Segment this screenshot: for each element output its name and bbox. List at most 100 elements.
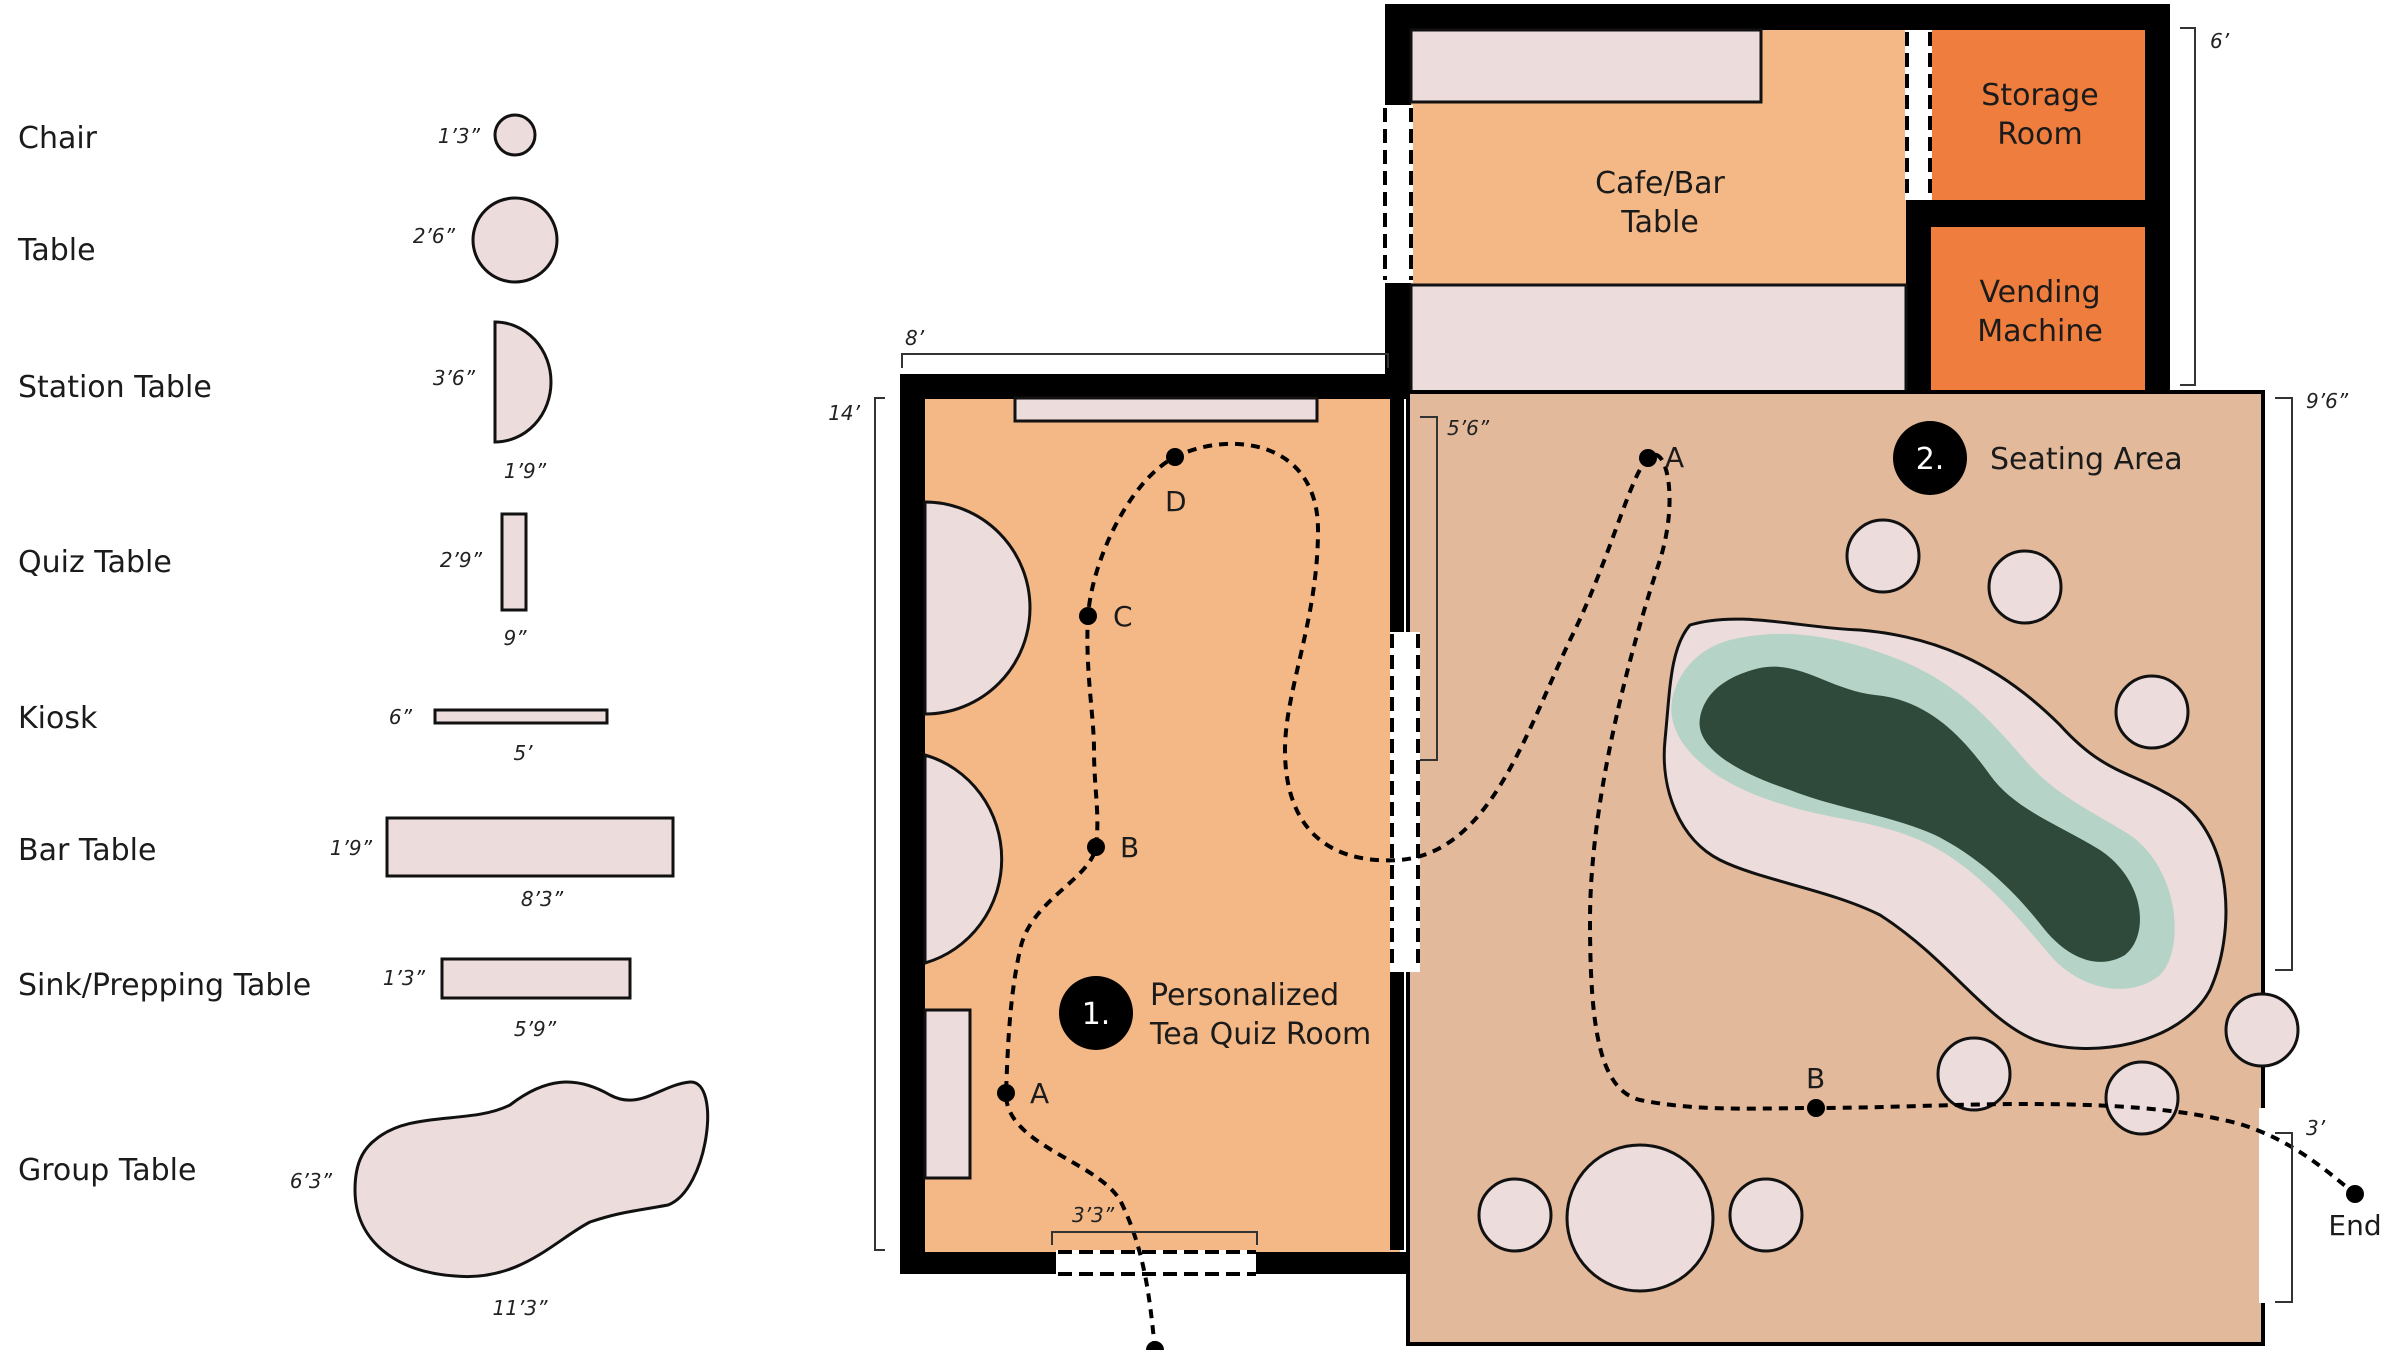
legend-station-table-shape — [493, 320, 553, 444]
dim-top-width: 8’ — [905, 326, 925, 350]
legend-sink-table-dim-w: 5’9” — [514, 1017, 557, 1041]
legend-sink-table-dim-h: 1’3” — [383, 966, 426, 990]
path-point-room2-a[interactable] — [1639, 449, 1657, 467]
legend-bar-table-dim-w: 8’3” — [521, 887, 564, 911]
quiz-room-door[interactable] — [1056, 1250, 1256, 1276]
label-end: End — [2328, 1209, 2381, 1242]
cafe-top-wall — [1385, 4, 2170, 30]
legend-chair-shape — [493, 113, 537, 157]
quiz-room-number-badge — [1059, 976, 1133, 1050]
dim-door-width: 3’3” — [1072, 1203, 1115, 1227]
chair — [1987, 549, 2063, 625]
storage-label-line1: Storage — [1981, 78, 2098, 113]
legend-station-table-label: Station Table — [18, 370, 212, 405]
path-point-room2-b[interactable] — [1807, 1099, 1825, 1117]
cafe-left-door[interactable] — [1383, 105, 1413, 283]
legend-sink-table-label: Sink/Prepping Table — [18, 968, 311, 1003]
chair — [1728, 1177, 1804, 1253]
legend-kiosk-label: Kiosk — [18, 701, 98, 736]
dim-top-right: 6’ — [2210, 29, 2230, 53]
path-point-room1-b[interactable] — [1087, 838, 1105, 856]
quiz-room-label: 1. Personalized Tea Quiz Room — [1059, 976, 1371, 1052]
dim-door-width-line — [1051, 1231, 1258, 1245]
dim-inner-wall-line — [1420, 416, 1438, 761]
path-start — [1146, 1341, 1164, 1350]
legend-bar-table-label: Bar Table — [18, 833, 156, 868]
legend-sink-table-shape — [440, 957, 632, 1000]
dimension-lines — [874, 27, 2293, 1303]
vending-label-line2: Machine — [1977, 314, 2103, 349]
label-room1-b: B — [1120, 831, 1139, 864]
legend-quiz-table-dim-w: 9” — [503, 626, 527, 650]
dimension-labels: 8’ 14’ 6’ 9’6” 5’6” 3’3” 3’ — [828, 29, 2349, 1227]
storage-door[interactable] — [1905, 30, 1932, 200]
quiz-room-station-table — [923, 753, 1004, 965]
path-point-room1-c[interactable] — [1079, 607, 1097, 625]
legend-group-table-dim-h: 6’3” — [290, 1169, 333, 1193]
legend-group-table-label: Group Table — [18, 1153, 196, 1188]
quiz-room-top-wall — [900, 374, 1402, 399]
label-room1-d: D — [1165, 485, 1187, 518]
seating-number-badge — [1893, 421, 1967, 495]
legend-table-shape — [471, 196, 559, 284]
round-table — [1565, 1143, 1715, 1293]
dim-top-right-line — [2180, 27, 2196, 386]
cafe-label-line2: Table — [1620, 205, 1699, 240]
legend-chair-dim: 1’3” — [438, 124, 481, 148]
legend-quiz-table-dim-h: 2’9” — [440, 548, 483, 572]
walking-path: A B C D A B End — [997, 441, 2382, 1350]
quiz-room-label-line2: Tea Quiz Room — [1149, 1017, 1371, 1052]
path-point-room1-d[interactable] — [1166, 448, 1184, 466]
dim-inner-wall: 5’6” — [1447, 416, 1490, 440]
legend-group-table-dim-w: 11’3” — [493, 1296, 549, 1320]
quiz-room-station-table — [923, 500, 1032, 716]
legend-group-table-shape — [353, 1080, 710, 1279]
quiz-room-number: 1. — [1082, 997, 1111, 1032]
vending-machine[interactable] — [1931, 227, 2145, 392]
walking-path-line — [1003, 441, 2357, 1350]
dim-left-height-line — [874, 397, 885, 1251]
cafe-bar-table — [1409, 28, 1763, 104]
quiz-room-label-line1: Personalized — [1150, 978, 1339, 1013]
quiz-room — [900, 374, 1410, 1276]
label-room2-b: B — [1806, 1062, 1825, 1095]
legend-quiz-table-shape — [500, 512, 528, 612]
path-end[interactable] — [2346, 1185, 2364, 1203]
chair — [2224, 992, 2300, 1068]
chair — [1845, 518, 1921, 594]
legend-kiosk-dim-h: 6” — [389, 705, 413, 729]
legend-table-dim: 2’6” — [413, 224, 456, 248]
legend-station-table-dim-h: 3’6” — [433, 366, 476, 390]
dim-right-upper: 9’6” — [2306, 389, 2349, 413]
vending-label-line1: Vending — [1979, 275, 2100, 310]
seating-exit[interactable] — [2259, 1108, 2268, 1303]
seating-area: 2. Seating Area — [1390, 390, 2300, 1346]
path-point-room1-a[interactable] — [997, 1084, 1015, 1102]
legend: Chair 1’3” Table 2’6” Station Table 3’6”… — [17, 113, 710, 1320]
chair — [2114, 674, 2190, 750]
legend-chair-label: Chair — [18, 121, 98, 156]
cafe-right-wall — [2145, 4, 2170, 394]
legend-bar-table-shape — [385, 816, 675, 878]
legend-kiosk-shape — [433, 708, 609, 725]
storage-room[interactable] — [1931, 30, 2145, 200]
legend-table-label: Table — [17, 233, 96, 268]
inner-door[interactable] — [1390, 632, 1420, 972]
chair — [1477, 1177, 1553, 1253]
quiz-room-left-wall — [900, 374, 925, 1274]
cafe-room: Cafe/Bar Table Storage Room Vending Mach… — [1383, 4, 2170, 399]
label-room2-a: A — [1665, 441, 1684, 474]
plant-bed-dark — [1699, 666, 2140, 962]
seating-label: Seating Area — [1990, 442, 2183, 477]
legend-station-table-dim-w: 1’9” — [504, 459, 547, 483]
chair — [1936, 1036, 2012, 1112]
chair — [2104, 1060, 2180, 1136]
dim-right-lower-line — [2275, 1132, 2293, 1303]
seating-number: 2. — [1916, 442, 1945, 477]
legend-kiosk-dim-w: 5’ — [513, 741, 533, 765]
legend-bar-table-dim-h: 1’9” — [330, 836, 373, 860]
cafe-label-line1: Cafe/Bar — [1595, 166, 1725, 201]
quiz-room-quiz-table — [923, 1008, 972, 1180]
